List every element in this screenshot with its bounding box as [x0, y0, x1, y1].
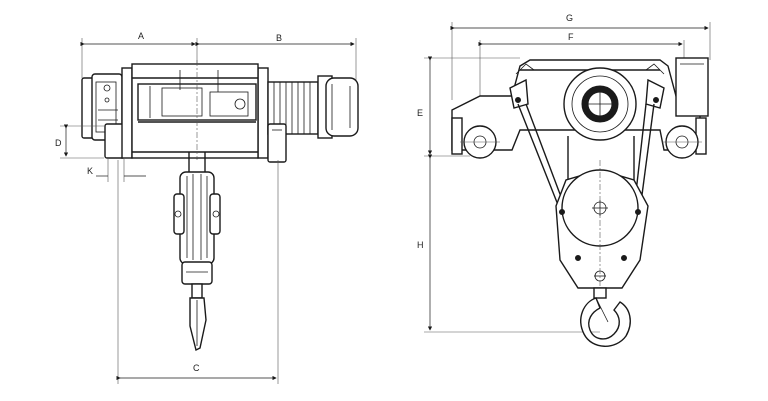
label-e: E	[417, 108, 423, 118]
front-view: G F E H	[417, 13, 711, 347]
front-wheels	[460, 125, 702, 159]
label-a: A	[138, 31, 144, 41]
drum-end	[563, 67, 637, 141]
label-f: F	[568, 32, 574, 42]
label-b: B	[276, 33, 282, 43]
dimension-e-h: E H	[417, 56, 600, 333]
dimension-a-b: A B	[80, 31, 357, 160]
front-bottom-block	[555, 160, 649, 300]
side-wheels	[267, 123, 287, 163]
label-d: D	[55, 138, 62, 148]
dimension-k: K	[87, 158, 146, 182]
side-view: A B	[55, 31, 359, 384]
dimension-c: C	[116, 160, 279, 384]
front-hook	[580, 287, 631, 347]
drum-frame	[121, 60, 269, 159]
label-c: C	[193, 363, 200, 373]
label-k: K	[87, 166, 93, 176]
left-gearbox	[81, 73, 126, 159]
side-ropes	[188, 152, 206, 172]
dimension-d: D	[55, 124, 104, 159]
side-bottom-block	[173, 171, 221, 352]
label-h: H	[417, 240, 424, 250]
label-g: G	[566, 13, 573, 23]
